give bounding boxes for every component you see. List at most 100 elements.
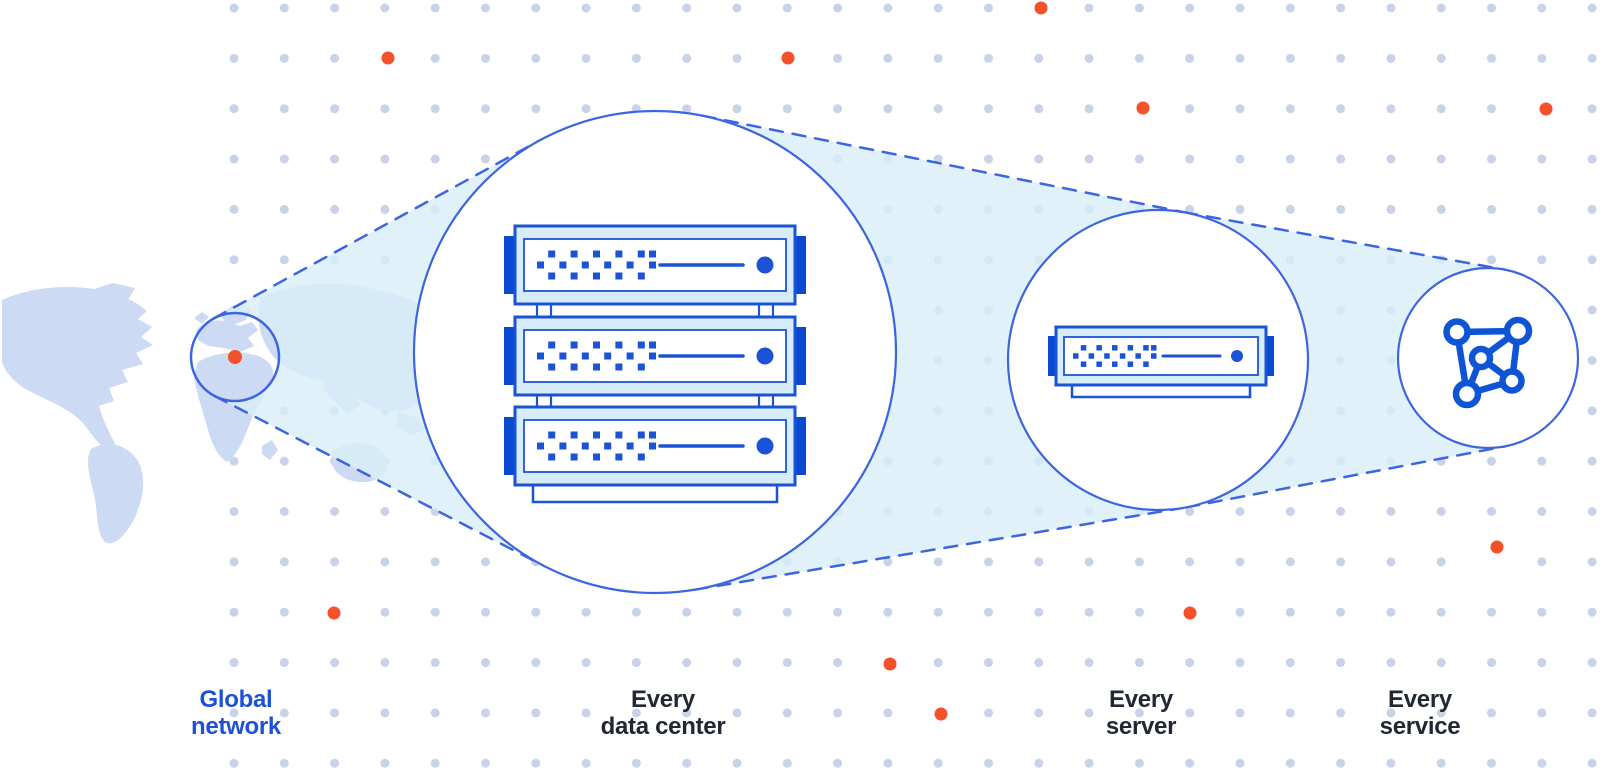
server-unit	[1048, 325, 1274, 387]
orange-accent-dot	[327, 606, 341, 620]
grid-dot	[279, 708, 289, 718]
grid-dot	[1185, 658, 1195, 668]
grid-dot	[1034, 104, 1044, 114]
grid-dot	[1537, 53, 1547, 63]
grid-dot	[330, 53, 340, 63]
server-led	[1143, 361, 1149, 367]
grid-dot	[330, 104, 340, 114]
grid-dot	[279, 456, 289, 466]
grid-dot	[1185, 53, 1195, 63]
grid-dot	[1235, 607, 1245, 617]
server-led	[649, 431, 656, 439]
grid-dot	[1285, 758, 1295, 768]
server-led	[537, 261, 544, 269]
grid-dot	[1285, 104, 1295, 114]
mesh-node	[1452, 379, 1482, 409]
grid-dot	[481, 104, 490, 114]
grid-dot	[581, 708, 591, 718]
grid-dot	[732, 104, 742, 114]
server-led	[1096, 345, 1102, 351]
grid-dot	[1487, 154, 1496, 164]
server-led	[537, 442, 544, 450]
grid-dot	[1336, 658, 1346, 668]
server-power-dot	[756, 347, 774, 365]
grid-dot	[229, 758, 239, 768]
grid-dot	[430, 658, 440, 668]
grid-dot	[631, 607, 641, 617]
server-led	[637, 431, 645, 439]
grid-dot	[1285, 607, 1295, 617]
grid-dot	[1587, 658, 1597, 668]
grid-dot	[682, 758, 692, 768]
grid-dot	[1084, 658, 1094, 668]
server-led	[615, 431, 623, 439]
grid-dot	[330, 708, 340, 718]
grid-dot	[330, 204, 340, 214]
orange-accent-dot	[1034, 1, 1048, 15]
grid-dot	[1034, 53, 1044, 63]
grid-dot	[933, 607, 943, 617]
grid-dot	[380, 658, 390, 668]
server-unit	[504, 224, 806, 306]
grid-dot	[1587, 456, 1597, 466]
grid-dot	[380, 104, 390, 114]
grid-dot	[933, 3, 943, 13]
server-led	[615, 453, 623, 461]
grid-dot	[732, 607, 742, 617]
grid-dot	[1537, 255, 1547, 265]
grid-dot	[933, 758, 943, 768]
server-led	[559, 442, 567, 450]
server-led	[604, 352, 612, 360]
orange-accent-dot	[1490, 540, 1504, 554]
grid-dot	[581, 607, 591, 617]
server-led	[570, 341, 578, 349]
server-led	[1080, 361, 1087, 367]
grid-dot	[229, 557, 239, 567]
grid-dot	[984, 607, 993, 617]
server-illustrations	[504, 224, 1274, 504]
server-led	[626, 261, 634, 269]
grid-dot	[682, 708, 692, 718]
server-led	[581, 352, 589, 360]
grid-dot	[1537, 607, 1547, 617]
grid-dot	[380, 3, 390, 13]
mesh-node	[1468, 345, 1494, 371]
grid-dot	[279, 104, 289, 114]
server-tray	[1070, 383, 1252, 399]
grid-dot	[481, 154, 490, 164]
grid-dot	[1537, 204, 1547, 214]
grid-dot	[1587, 406, 1597, 416]
grid-dot	[279, 557, 289, 567]
server-led	[649, 341, 656, 349]
grid-dot	[1386, 3, 1396, 13]
grid-dot	[1386, 607, 1396, 617]
grid-dot	[984, 53, 993, 63]
grid-dot	[1436, 53, 1446, 63]
grid-dot	[1336, 708, 1346, 718]
grid-dot	[1336, 154, 1346, 164]
server-led	[559, 352, 567, 360]
region-british-isles	[194, 312, 209, 324]
grid-dot	[430, 53, 440, 63]
grid-dot	[1134, 154, 1144, 164]
server-led	[1143, 345, 1149, 351]
server-led	[637, 341, 645, 349]
server-power-dot	[1231, 350, 1243, 362]
grid-dot	[430, 154, 440, 164]
mesh-node	[1443, 318, 1471, 346]
server-led	[581, 261, 589, 269]
grid-dot	[1436, 557, 1446, 567]
grid-dot	[1235, 658, 1245, 668]
network-mesh-icon	[1443, 316, 1533, 409]
grid-dot	[933, 557, 943, 567]
grid-dot	[1487, 658, 1496, 668]
grid-dot	[581, 104, 591, 114]
grid-dot	[531, 708, 541, 718]
grid-dot	[782, 3, 792, 13]
server-led	[1112, 345, 1118, 351]
grid-dot	[833, 607, 843, 617]
grid-dot	[1587, 3, 1597, 13]
grid-dot	[1487, 104, 1496, 114]
grid-dot	[229, 3, 239, 13]
